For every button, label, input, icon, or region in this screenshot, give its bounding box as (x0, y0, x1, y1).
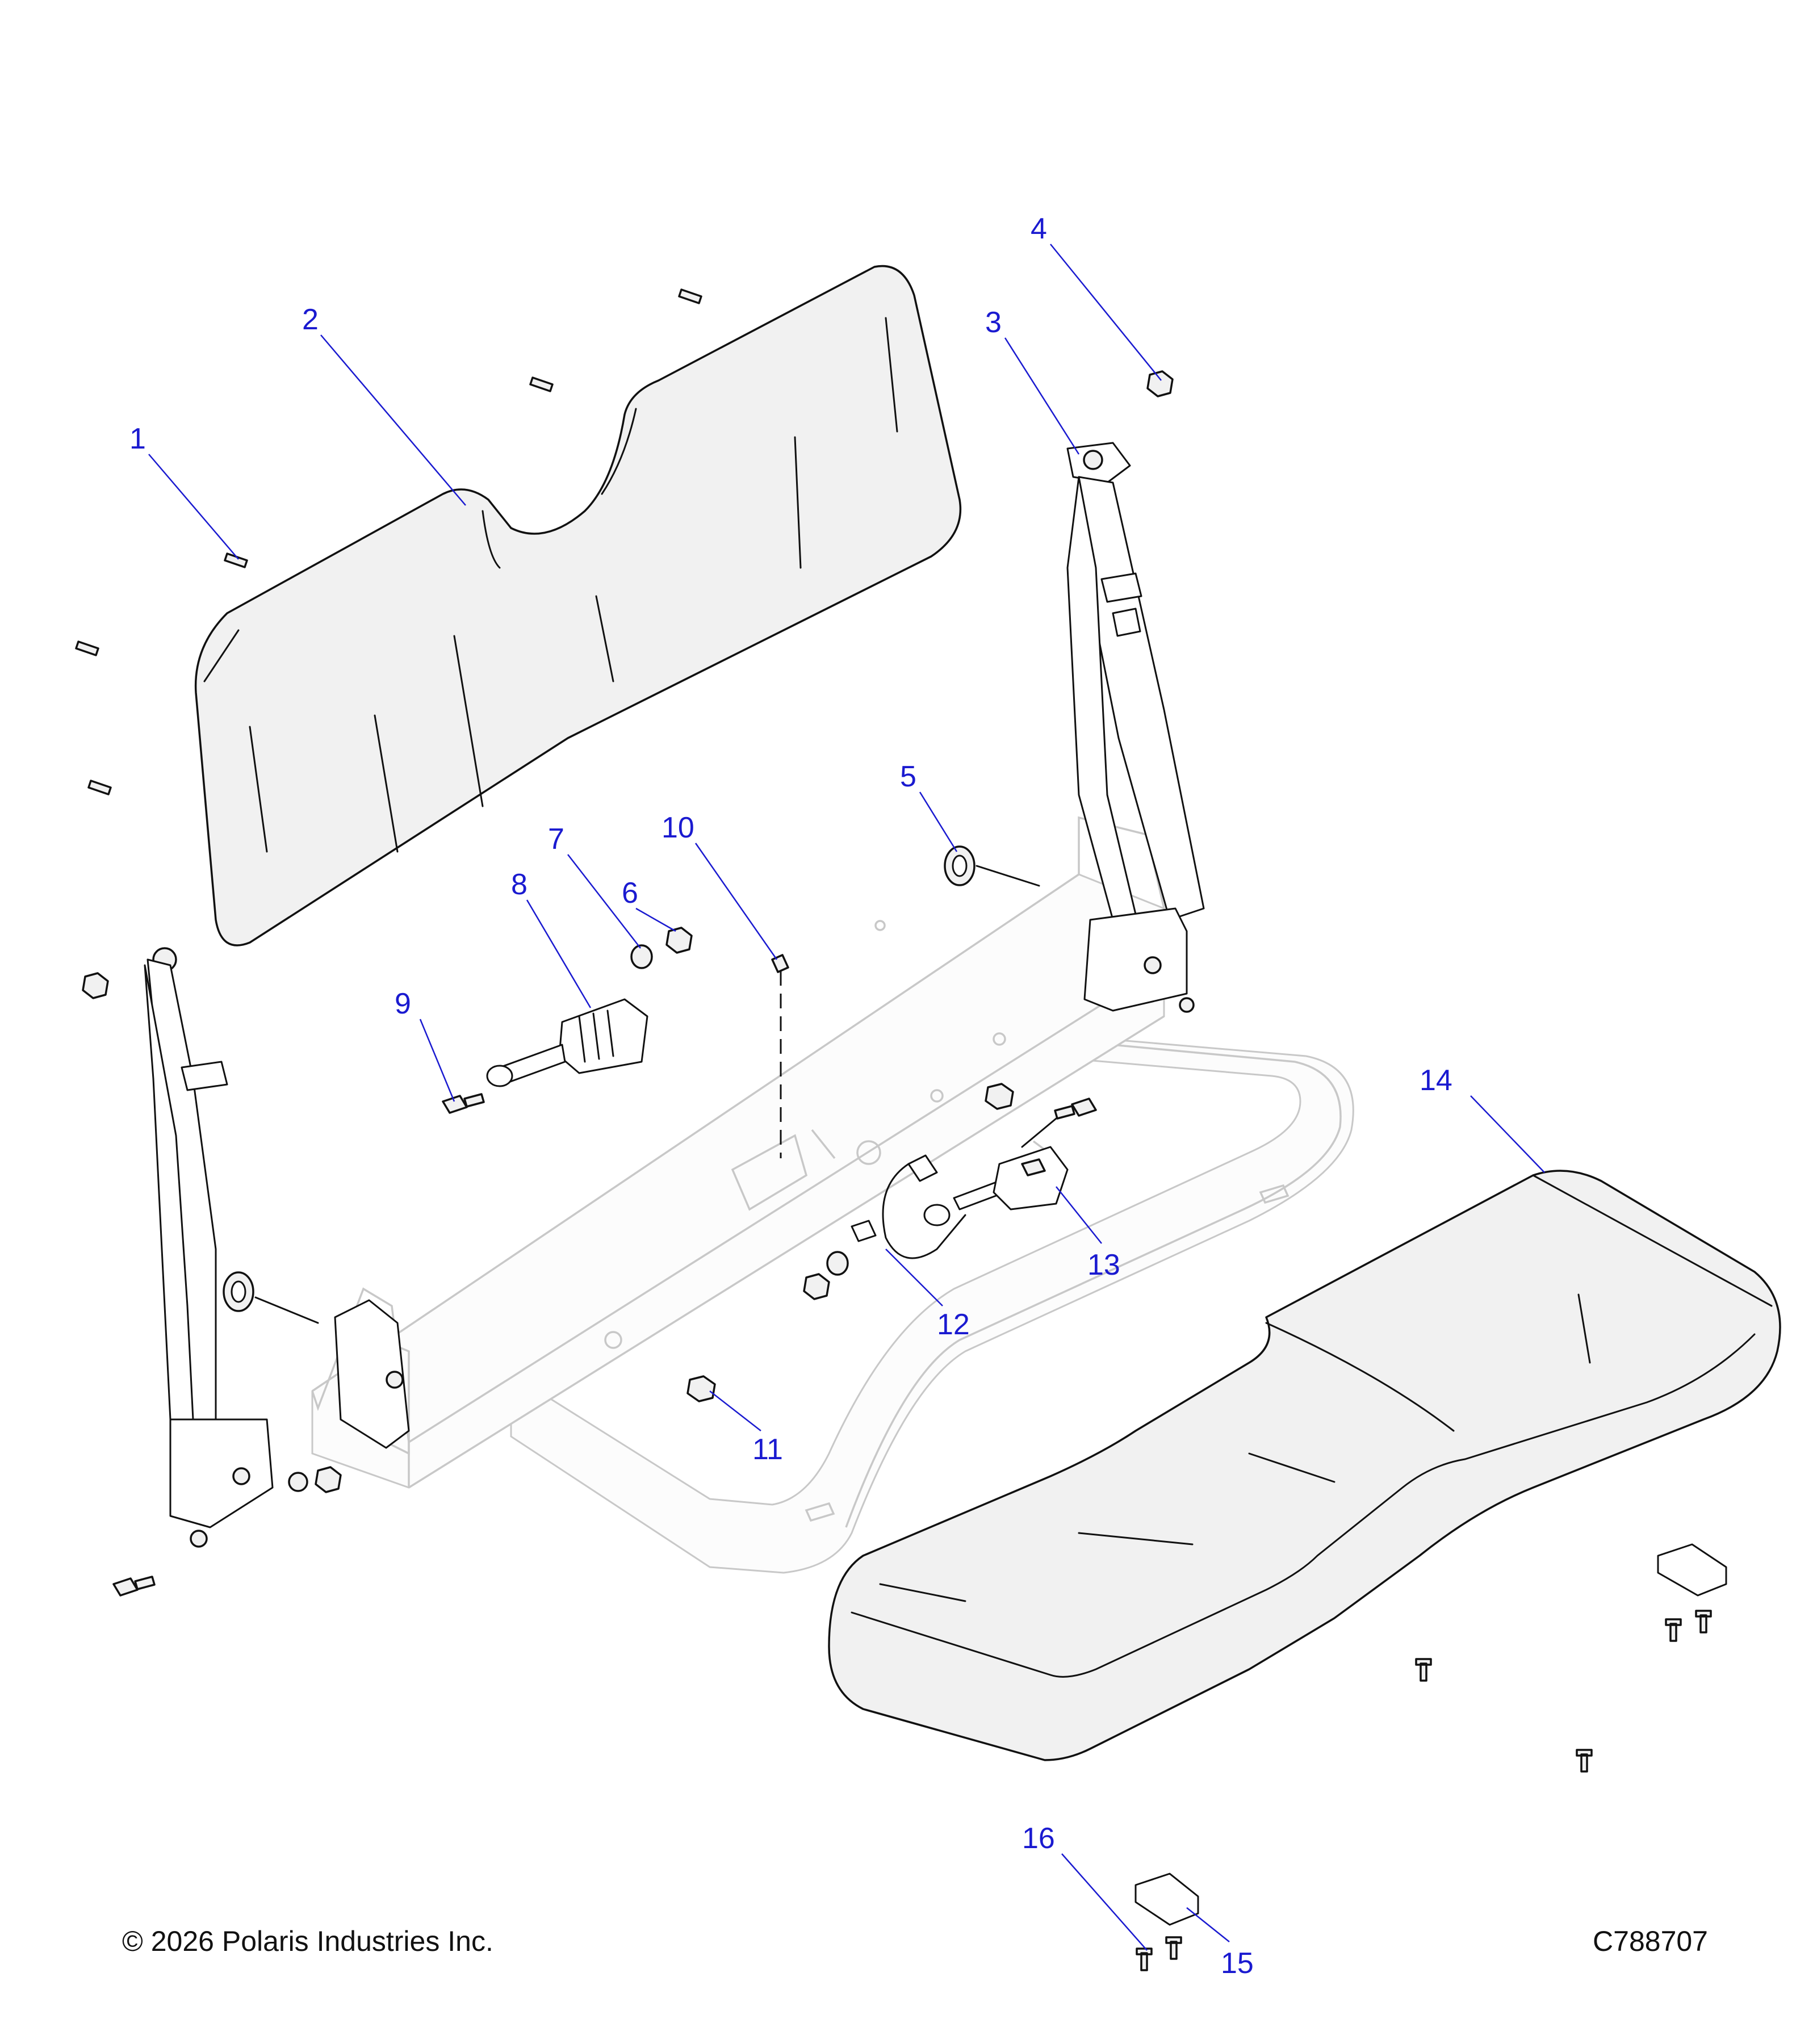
buckle-nut (665, 927, 693, 954)
cushion-latch-bracket-front (1134, 1873, 1199, 1926)
left-belt-upper-nut (82, 972, 109, 999)
callout-13: 13 (1087, 1249, 1120, 1281)
buckle-washer (630, 944, 653, 969)
latch-screw-e (1136, 1947, 1153, 1971)
buckle-assembly (486, 998, 648, 1087)
copyright-notice: © 2026 Polaris Industries Inc. (122, 1925, 493, 1957)
frame-nut-upper (985, 1083, 1014, 1110)
latch-screw-b (1695, 1610, 1712, 1633)
latch-screw-a (1665, 1618, 1682, 1642)
callout-11: 11 (752, 1433, 783, 1466)
right-seat-belt-assembly (1066, 442, 1205, 1013)
latch-screw-f (1165, 1936, 1182, 1960)
center-buckle-bolt (1054, 1098, 1097, 1120)
callout-6: 6 (622, 877, 638, 910)
left-belt-washer (288, 1472, 308, 1492)
cushion-screw-c (1415, 1658, 1432, 1682)
callout-4: 4 (1031, 212, 1047, 245)
frame-nut-lower (686, 1375, 716, 1402)
callout-8: 8 (511, 868, 527, 901)
right-belt-upper-nut (1146, 370, 1174, 397)
callout-16: 16 (1022, 1822, 1055, 1855)
left-anchor-nut (386, 1371, 404, 1389)
cushion-screw-d (1576, 1749, 1593, 1773)
backrest-screws (75, 288, 702, 795)
callout-2: 2 (302, 303, 319, 336)
callout-14: 14 (1420, 1064, 1452, 1097)
callout-leaders (148, 244, 1545, 1951)
diagram-id: C788707 (1593, 1925, 1708, 1957)
callout-12: 12 (937, 1308, 970, 1341)
callout-7: 7 (548, 823, 564, 856)
callout-15: 15 (1221, 1947, 1254, 1980)
callout-1: 1 (129, 422, 146, 455)
center-buckle-washer (826, 1251, 849, 1276)
callout-labels: 1 2 3 4 5 6 7 8 9 10 11 12 13 14 15 16 (129, 212, 1452, 1980)
center-buckle-harness (851, 1154, 1006, 1259)
callout-5: 5 (900, 760, 916, 793)
callout-9: 9 (395, 987, 411, 1020)
center-buckle-nut (803, 1273, 830, 1300)
seat-bottom-cushion (828, 1170, 1781, 1761)
left-belt-nut (315, 1466, 342, 1493)
callout-3: 3 (985, 306, 1002, 339)
center-buckle (993, 1146, 1069, 1211)
backrest-cushion (194, 265, 962, 946)
left-belt-lower-bolt (112, 1576, 156, 1597)
left-seat-belt-assembly (144, 947, 274, 1548)
callout-10: 10 (662, 811, 694, 844)
left-belt-anchor-bracket (334, 1299, 410, 1449)
buckle-bolt (442, 1093, 485, 1114)
cushion-latch-bracket-right (1657, 1543, 1727, 1597)
